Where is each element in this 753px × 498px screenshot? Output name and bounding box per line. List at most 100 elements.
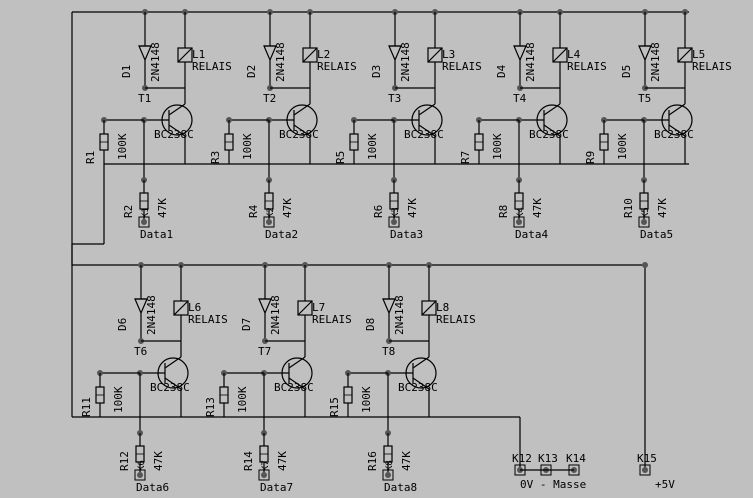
rpull-value: 47K — [276, 451, 289, 471]
wire — [543, 103, 561, 116]
rbase-designator: R1 — [84, 151, 97, 164]
input-pin-pin — [266, 219, 272, 225]
input-pin — [638, 216, 650, 228]
rpull-value: 47K — [406, 198, 419, 218]
input-label: Data8 — [384, 481, 417, 494]
input-pin-designator: K6 — [137, 460, 147, 471]
wire — [293, 124, 311, 137]
input-label: Data3 — [390, 228, 423, 241]
wire — [418, 124, 436, 137]
transistor-type: BC238C — [404, 128, 444, 141]
input-pin-designator: K2 — [266, 207, 276, 218]
rbase-value: 100K — [116, 133, 129, 160]
transistor-designator: T3 — [388, 92, 401, 105]
transistor-type: BC238C — [154, 128, 194, 141]
relay-designator: L4 — [567, 48, 581, 61]
input-pin-pin — [141, 219, 147, 225]
diode-type: 2N4148 — [649, 42, 662, 82]
relay-diag — [552, 47, 568, 63]
relay-designator: L3 — [442, 48, 455, 61]
rbase-designator: R5 — [334, 151, 347, 164]
wire — [168, 103, 186, 116]
rbase-designator: R15 — [328, 397, 341, 417]
wire — [412, 377, 430, 390]
diode-type: 2N4148 — [393, 295, 406, 335]
input-label: Data2 — [265, 228, 298, 241]
input-pin-pin — [261, 472, 267, 478]
supply-junction — [642, 262, 648, 268]
rpull-designator: R14 — [242, 451, 255, 471]
wire — [543, 124, 561, 137]
wire — [293, 103, 311, 116]
rpull-designator: R6 — [372, 205, 385, 218]
input-pin-designator: K5 — [641, 207, 651, 218]
wire — [288, 377, 306, 390]
rbase-designator: R11 — [80, 397, 93, 417]
transistor-type: BC238C — [279, 128, 319, 141]
diode-designator: D3 — [370, 65, 383, 78]
rpull-designator: R2 — [122, 205, 135, 218]
transistor-designator: T6 — [134, 345, 147, 358]
input-pin — [382, 469, 394, 481]
diode-type: 2N4148 — [524, 42, 537, 82]
transistor-designator: T8 — [382, 345, 395, 358]
relay-designator: L5 — [692, 48, 705, 61]
rbase-designator: R7 — [459, 151, 472, 164]
rpull-value: 47K — [156, 198, 169, 218]
diode-designator: D7 — [240, 318, 253, 331]
transistor-designator: T4 — [513, 92, 527, 105]
input-pin-designator: K8 — [385, 460, 395, 471]
relay-label: RELAIS — [188, 313, 228, 326]
transistor-type: BC238C — [398, 381, 438, 394]
input-pin-pin — [137, 472, 143, 478]
rpull-value: 47K — [531, 198, 544, 218]
input-pin-pin — [391, 219, 397, 225]
supply-connector: K15+5V — [637, 262, 675, 491]
input-label: Data5 — [640, 228, 673, 241]
wire — [668, 124, 686, 137]
diode-designator: D6 — [116, 318, 129, 331]
transistor-type: BC238C — [150, 381, 190, 394]
input-pin-pin — [516, 219, 522, 225]
transistor-designator: T7 — [258, 345, 271, 358]
relay-diag — [297, 300, 313, 316]
wire — [164, 356, 182, 369]
relay-diag — [173, 300, 189, 316]
input-pin — [513, 216, 525, 228]
rpull-designator: R12 — [118, 451, 131, 471]
rbase-value: 100K — [241, 133, 254, 160]
top-row — [71, 11, 689, 265]
ground-label: 0V - Masse — [520, 478, 586, 491]
rbase-value: 100K — [360, 386, 373, 413]
rbase-value: 100K — [236, 386, 249, 413]
relay-designator: L8 — [436, 301, 449, 314]
input-label: Data1 — [140, 228, 173, 241]
input-pin-pin — [641, 219, 647, 225]
supply-pin — [639, 464, 651, 476]
input-pin — [138, 216, 150, 228]
rbase-designator: R9 — [584, 151, 597, 164]
transistor-designator: T5 — [638, 92, 651, 105]
input-pin-designator: K3 — [391, 207, 401, 218]
input-pin — [263, 216, 275, 228]
relay-label: RELAIS — [692, 60, 732, 73]
transistor-designator: T2 — [263, 92, 276, 105]
relay-designator: L2 — [317, 48, 330, 61]
relay-label: RELAIS — [442, 60, 482, 73]
relay-diag — [677, 47, 693, 63]
diode-type: 2N4148 — [145, 295, 158, 335]
ground-pin-designator: K14 — [566, 452, 586, 465]
rpull-value: 47K — [656, 198, 669, 218]
rbase-value: 100K — [616, 133, 629, 160]
input-label: Data7 — [260, 481, 293, 494]
relay-diag — [421, 300, 437, 316]
rbase-designator: R13 — [204, 397, 217, 417]
wire — [418, 103, 436, 116]
wire — [412, 356, 430, 369]
relay-designator: L6 — [188, 301, 201, 314]
input-label: Data4 — [515, 228, 548, 241]
